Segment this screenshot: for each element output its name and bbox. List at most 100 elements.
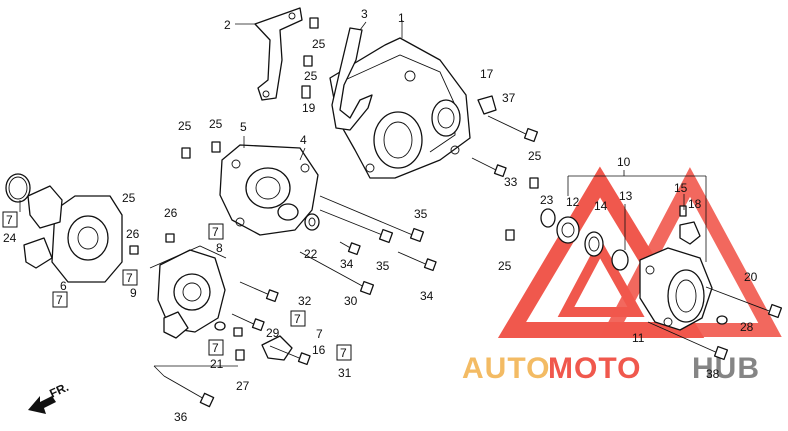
- callout-21: 21: [210, 357, 224, 371]
- callout-4: 4: [300, 133, 307, 147]
- callout-35-b: 35: [376, 259, 390, 273]
- watermark-text-hub: HUB: [692, 352, 760, 385]
- callout-27: 27: [236, 379, 250, 393]
- part-bracket-3: [331, 27, 373, 131]
- callout-25-d: 25: [209, 117, 223, 131]
- bolts: [163, 85, 783, 408]
- boxed-callout-7-b: 7: [52, 291, 68, 308]
- callout-2: 2: [224, 18, 231, 32]
- callout-18: 18: [688, 197, 702, 211]
- boxed-callout-7-d-text: 7: [126, 271, 133, 285]
- bolt-37: [487, 115, 539, 143]
- callout-1: 1: [398, 11, 405, 25]
- callout-labels: 1 2 3 4 5 6 7 8 9 10 11 12 13 14 15 16 1…: [3, 7, 758, 424]
- boxed-callout-7-a-text: 7: [6, 213, 13, 227]
- front-direction-indicator: FR.: [28, 380, 71, 414]
- callout-34-a: 34: [340, 257, 354, 271]
- bolt-28: [716, 315, 728, 325]
- callout-25-c: 25: [178, 119, 192, 133]
- callout-3: 3: [361, 7, 368, 21]
- bolt-21: [233, 327, 243, 337]
- boxed-callout-7-f-text: 7: [212, 341, 219, 355]
- callout-36: 36: [174, 410, 188, 424]
- callout-14: 14: [594, 199, 608, 213]
- bolt-33: [471, 157, 507, 178]
- boxed-callout-7-c: 7: [208, 223, 224, 240]
- part-ring-13: [611, 249, 629, 271]
- callout-22: 22: [304, 247, 318, 261]
- callout-9: 9: [130, 286, 137, 300]
- boxed-callout-7-f: 7: [208, 339, 224, 356]
- boxed-callout-7-g: 7: [336, 344, 352, 361]
- watermark: AUTO MOTO HUB: [462, 166, 782, 385]
- callout-34-b: 34: [420, 289, 434, 303]
- callout-17: 17: [480, 67, 494, 81]
- callout-19: 19: [302, 101, 316, 115]
- callout-5: 5: [240, 120, 247, 134]
- callout-6: 6: [60, 279, 67, 293]
- callout-11: 11: [632, 331, 645, 345]
- callout-32: 32: [298, 294, 312, 308]
- callout-33: 33: [504, 175, 518, 189]
- callout-13: 13: [619, 189, 633, 203]
- front-label: FR.: [47, 380, 70, 401]
- bolt-34b: [339, 241, 361, 256]
- boxed-callout-7-b-text: 7: [56, 293, 63, 307]
- bolt-17: [477, 95, 497, 115]
- part-water-pump-6: [5, 173, 123, 283]
- part-seal-23: [540, 208, 556, 228]
- callout-37: 37: [502, 91, 516, 105]
- callout-12: 12: [566, 195, 580, 209]
- bolt-36: [163, 375, 215, 408]
- callout-25-f: 25: [498, 259, 512, 273]
- leader-lines: [19, 20, 707, 377]
- callout-25-a: 25: [312, 37, 326, 51]
- boxed-callout-7-e-text: 7: [294, 312, 301, 326]
- bolt-34a: [397, 251, 437, 272]
- bolt-35a: [319, 195, 425, 243]
- callout-26-a: 26: [164, 206, 178, 220]
- front-arrow-icon: [28, 396, 56, 414]
- dowel-pins: [129, 17, 539, 331]
- callout-29: 29: [266, 326, 280, 340]
- part-seal-22: [304, 213, 320, 231]
- callout-28: 28: [740, 320, 754, 334]
- callout-7: 7: [316, 327, 323, 341]
- bolt-29: [231, 313, 265, 332]
- callout-15: 15: [674, 181, 688, 195]
- bolt-35b: [319, 209, 394, 244]
- watermark-text-auto: AUTO: [462, 352, 550, 385]
- callout-25-g: 25: [122, 191, 136, 205]
- bolt-38: [647, 321, 729, 361]
- part-bearing-12: [556, 216, 580, 244]
- part-housing-1: [329, 37, 471, 179]
- part-pump-body-5: [219, 144, 319, 236]
- callout-31: 31: [338, 366, 352, 380]
- bolt-32: [239, 281, 279, 303]
- callout-30: 30: [344, 294, 358, 308]
- part-seal-14: [584, 231, 604, 257]
- bolt-31: [269, 345, 311, 366]
- callout-25-e: 25: [528, 149, 542, 163]
- part-bracket-16: [261, 335, 293, 361]
- bolt-27: [235, 349, 245, 361]
- callout-10: 10: [617, 155, 631, 169]
- callout-20: 20: [744, 270, 758, 284]
- callout-26-b: 26: [126, 227, 140, 241]
- callout-25-b: 25: [304, 69, 318, 83]
- boxed-callout-7-g-text: 7: [340, 346, 347, 360]
- part-fitting-18: [679, 205, 701, 245]
- callout-23: 23: [540, 193, 554, 207]
- callout-38: 38: [706, 367, 720, 381]
- part-bracket-2: [254, 7, 303, 101]
- part-thermostat-housing-9: [149, 245, 227, 339]
- boxed-callout-7-d: 7: [122, 269, 138, 286]
- callout-16: 16: [312, 343, 326, 357]
- callout-24: 24: [3, 231, 17, 245]
- boxed-callout-7-c-text: 7: [212, 225, 219, 239]
- callout-35-a: 35: [414, 207, 428, 221]
- boxed-callout-7-a: 7: [2, 211, 18, 228]
- callout-8: 8: [216, 241, 223, 255]
- boxed-callout-7-e: 7: [290, 310, 306, 327]
